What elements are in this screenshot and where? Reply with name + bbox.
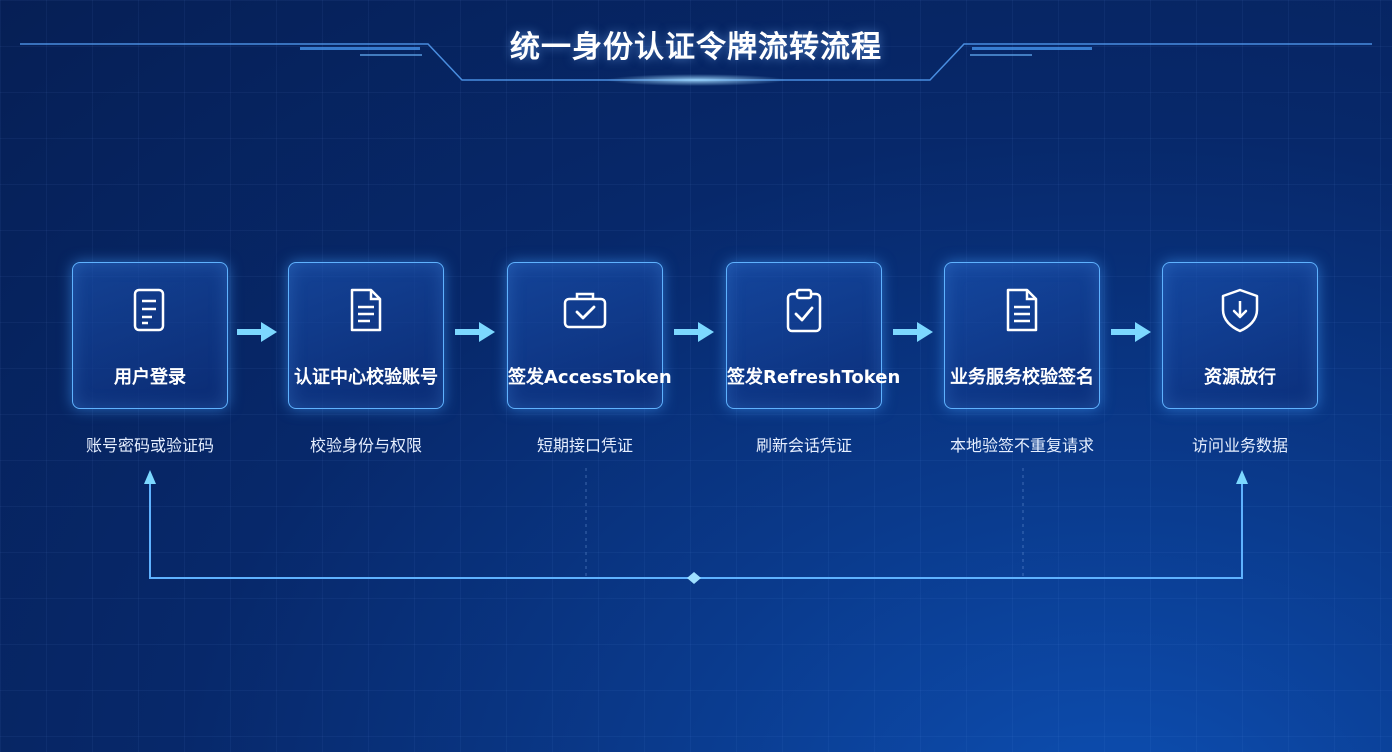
page-title: 统一身份认证令牌流转流程 [510,30,882,65]
document-lines-icon [1006,288,1038,332]
right-arrow-icon [1111,322,1151,342]
step-service-verify-signature[interactable]: 业务服务校验签名 [944,262,1100,409]
step-description: 访问业务数据 [1191,436,1288,455]
document-icon [350,288,382,332]
up-arrow-left [144,470,156,484]
shield-download-icon [1221,288,1259,333]
right-arrow-icon [893,322,933,342]
clipboard-check-icon [786,288,822,333]
step-label: 认证中心校验账号 [294,367,438,388]
step-label: 用户登录 [114,367,186,388]
step-label: 业务服务校验签名 [950,367,1094,388]
right-arrow-icon [455,322,495,342]
step-description: 校验身份与权限 [309,436,422,455]
step-user-login[interactable]: 用户登录 [72,262,228,409]
step-label: 资源放行 [1204,367,1276,388]
step-label: 签发RefreshToken [727,367,901,388]
connector-diamond [687,572,701,584]
header-decoration [20,43,1372,86]
up-arrow-right [1236,470,1248,484]
step-issue-access-token[interactable]: 签发AccessToken [507,262,672,409]
step-label: 签发AccessToken [508,367,672,388]
list-document-icon [133,288,165,332]
right-arrow-icon [674,322,714,342]
step-resource-release[interactable]: 资源放行 [1162,262,1318,409]
step-description: 账号密码或验证码 [85,436,214,455]
step-issue-refresh-token[interactable]: 签发RefreshToken [726,262,901,409]
step-description: 本地验签不重复请求 [949,436,1094,455]
step-description: 刷新会话凭证 [755,436,852,455]
step-verify-account[interactable]: 认证中心校验账号 [288,262,444,409]
briefcase-check-icon [563,292,607,329]
right-arrow-icon [237,322,277,342]
step-description: 短期接口凭证 [536,436,633,455]
